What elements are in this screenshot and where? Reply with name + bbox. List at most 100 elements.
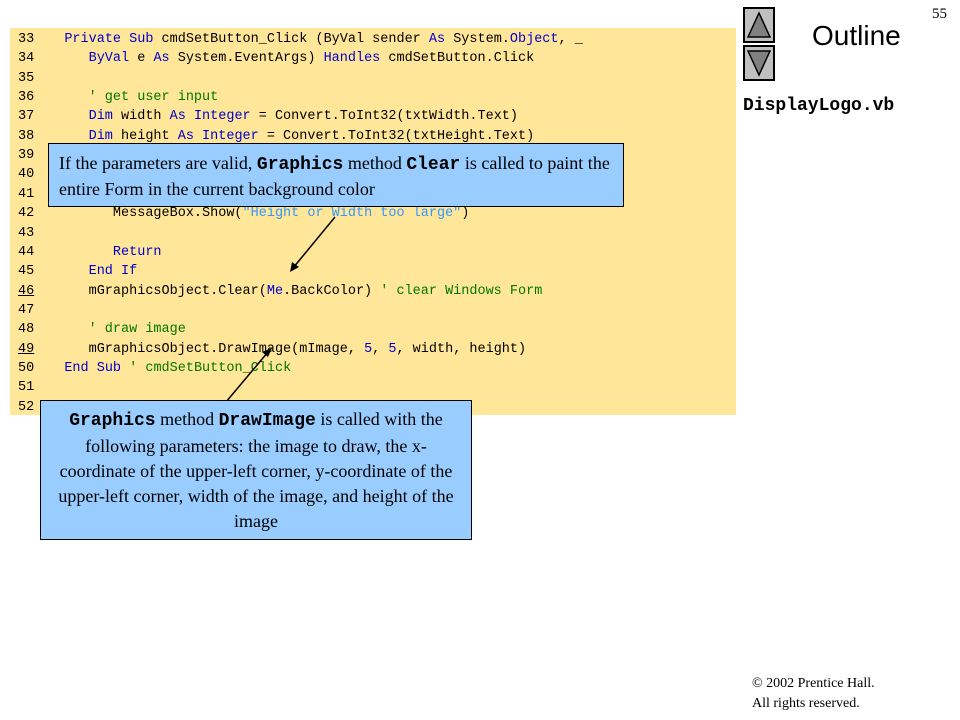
code-token: "Height or Width too large" <box>242 206 462 222</box>
callout-text: method <box>343 153 407 173</box>
callout-text: If the parameters are valid, <box>59 153 257 173</box>
copyright-line: © 2002 Prentice Hall. <box>752 676 875 691</box>
triangle-down-icon <box>746 50 772 77</box>
code-token: ' cmdSetButton_Click <box>129 360 292 376</box>
arrow-head-line-46 <box>290 262 299 272</box>
callout-text: method <box>155 409 219 429</box>
triangle-up-icon <box>746 11 772 38</box>
line-number: 35 <box>18 70 35 86</box>
code-line: 36 ' get user input <box>18 88 218 107</box>
code-token: ' clear Windows Form <box>380 283 543 299</box>
code-line: 35 <box>18 69 40 88</box>
page-number: 55 <box>932 6 947 22</box>
line-number: 43 <box>18 225 35 241</box>
code-token: 5 <box>364 341 373 357</box>
line-number: 45 <box>18 264 35 280</box>
code-token: cmdSetButton_Click (ByVal sender <box>153 32 429 47</box>
code-token: mGraphicsObject.Clear( <box>40 283 267 299</box>
code-token: height <box>112 128 178 144</box>
code-line: 37 Dim width As Integer = Convert.ToInt3… <box>18 107 518 126</box>
code-token: Object <box>509 32 559 47</box>
code-listing <box>10 28 736 415</box>
code-line: 33 Private Sub cmdSetButton_Click (ByVal… <box>18 30 583 49</box>
code-token: , <box>372 341 389 357</box>
code-token: ByVal <box>88 51 130 67</box>
line-number: 40 <box>18 167 35 183</box>
code-line: 34 ByVal e As System.EventArgs) Handles … <box>18 49 534 68</box>
code-line: 48 ' draw image <box>18 320 186 339</box>
code-token: Private Sub <box>64 32 154 47</box>
line-number: 47 <box>18 302 35 318</box>
callout-code: DrawImage <box>218 411 316 431</box>
code-line: 47 <box>18 301 40 320</box>
line-number: 48 <box>18 322 35 338</box>
code-line: 39 <box>18 146 40 165</box>
line-number: 33 <box>18 32 35 47</box>
line-number: 46 <box>18 283 35 299</box>
code-token: End Sub <box>64 360 122 376</box>
code-token: Me <box>266 283 284 299</box>
code-line: 41 <box>18 185 40 204</box>
outline-title[interactable]: Outline <box>812 20 901 51</box>
drawimage-method-callout: Graphics method DrawImage is called with… <box>40 400 472 540</box>
code-token: ' get user input <box>88 90 219 106</box>
code-line: 51 <box>18 378 40 397</box>
code-token: System. <box>445 32 510 47</box>
code-token: cmdSetButton.Click <box>380 51 535 67</box>
file-name: DisplayLogo.vb <box>743 96 895 116</box>
code-token: .BackColor) <box>283 283 381 299</box>
line-number: 37 <box>18 109 35 125</box>
line-number: 49 <box>18 341 35 357</box>
line-number: 52 <box>18 399 35 415</box>
code-token: As Integer <box>177 128 259 144</box>
code-line: 50 End Sub ' cmdSetButton_Click <box>18 359 291 378</box>
code-token: mGraphicsObject.DrawImage(mImage, <box>40 341 365 357</box>
code-token: Handles <box>323 51 381 67</box>
arrow-to-line-49 <box>225 351 269 403</box>
copyright-line: All rights reserved. <box>752 696 860 711</box>
code-token: End If <box>88 264 138 280</box>
next-slide-button[interactable] <box>743 45 775 81</box>
callout-text: is called with the following parameters:… <box>58 409 454 531</box>
callout-code: Clear <box>406 155 461 175</box>
code-line: 42 MessageBox.Show("Height or Width too … <box>18 204 469 223</box>
line-number: 36 <box>18 90 35 106</box>
code-token: As <box>428 32 446 47</box>
copyright-notice: © 2002 Prentice Hall. All rights reserve… <box>752 674 875 714</box>
code-token: 5 <box>388 341 397 357</box>
line-number: 39 <box>18 148 35 164</box>
code-token: Return <box>112 244 162 260</box>
code-token: System.EventArgs) <box>169 51 324 67</box>
callout-code: Graphics <box>256 155 344 175</box>
code-token: MessageBox.Show( <box>40 206 243 222</box>
callout-text: is called to paint the entire Form in th… <box>59 153 610 199</box>
code-token: Dim <box>88 128 113 144</box>
previous-slide-button[interactable] <box>743 7 775 43</box>
code-token: width <box>112 109 170 125</box>
code-token: As Integer <box>169 109 251 125</box>
line-number: 51 <box>18 380 35 396</box>
code-token: = Convert.ToInt32(txtWidth.Text) <box>250 109 518 125</box>
code-token: , _ <box>558 32 583 47</box>
code-token: e <box>129 51 154 67</box>
code-token: , width, height) <box>396 341 527 357</box>
line-number: 44 <box>18 244 35 260</box>
code-line: 45 End If <box>18 262 137 281</box>
code-line: 49 mGraphicsObject.DrawImage(mImage, 5, … <box>18 340 526 359</box>
line-number: 34 <box>18 51 35 67</box>
clear-method-callout: If the parameters are valid, Graphics me… <box>48 143 624 207</box>
code-token: As <box>153 51 170 67</box>
line-number: 38 <box>18 128 35 144</box>
arrow-head-line-49 <box>262 348 272 357</box>
line-number: 50 <box>18 360 35 376</box>
code-line: 44 Return <box>18 243 162 262</box>
code-line: 38 Dim height As Integer = Convert.ToInt… <box>18 127 534 146</box>
code-line: 46 mGraphicsObject.Clear(Me.BackColor) '… <box>18 282 542 301</box>
callout-code: Graphics <box>69 411 156 431</box>
arrow-to-line-46 <box>292 216 336 269</box>
code-token: Dim <box>88 109 113 125</box>
line-number: 42 <box>18 206 35 222</box>
code-line: 43 <box>18 224 40 243</box>
code-token: = Convert.ToInt32(txtHeight.Text) <box>258 128 535 144</box>
